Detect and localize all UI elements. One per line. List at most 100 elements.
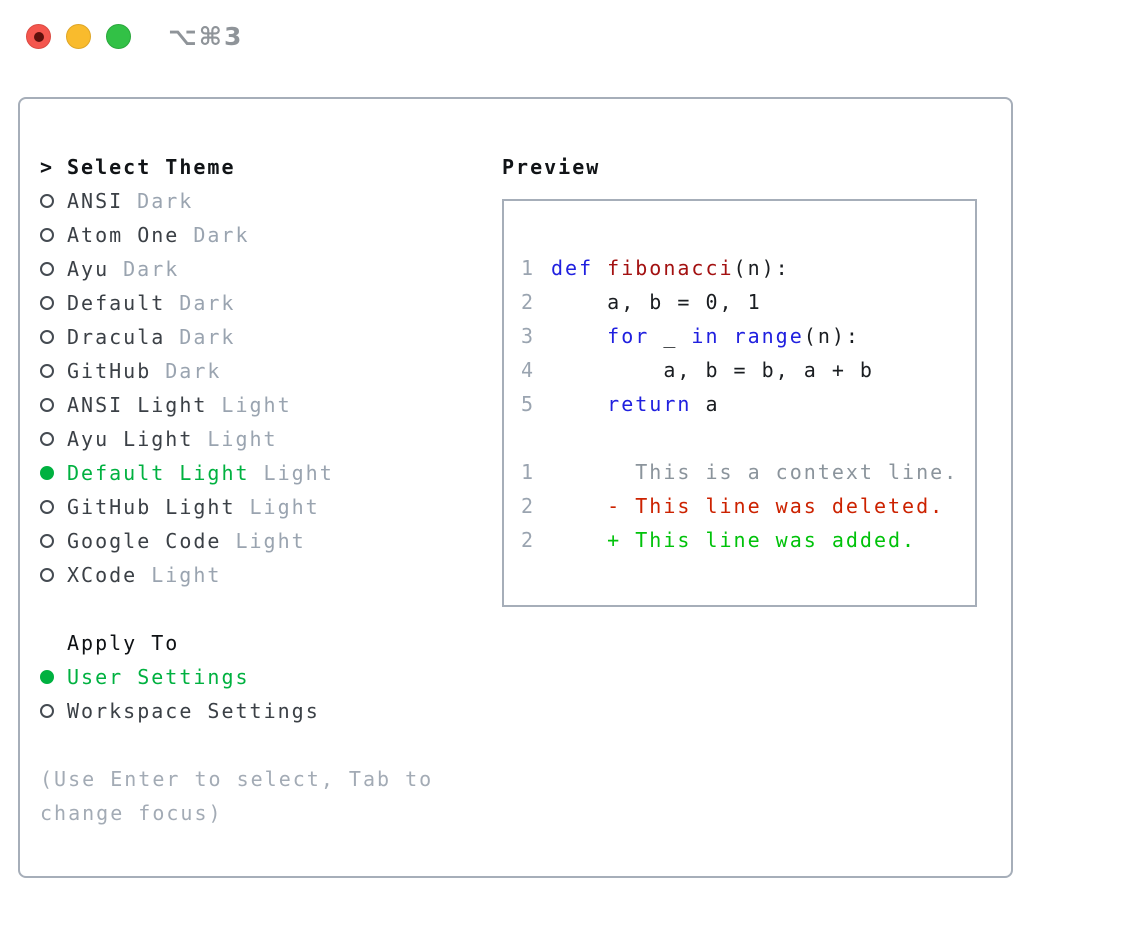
code-token-plain: a (691, 392, 720, 416)
close-button[interactable] (26, 24, 51, 49)
theme-variant-tag: Light (263, 461, 334, 485)
radio-icon (40, 364, 67, 378)
theme-option-label: Google Code (67, 529, 222, 553)
code-line: 5 return a (521, 387, 975, 421)
code-token-plain: a, b = b, a + b (551, 358, 874, 382)
theme-variant-tag: Dark (165, 359, 222, 383)
code-token-del: - This line was deleted. (551, 494, 945, 518)
theme-option-label: Ayu (67, 257, 110, 281)
theme-option-label: ANSI (67, 189, 124, 213)
radio-icon (40, 500, 67, 514)
theme-variant-tag: Light (207, 427, 278, 451)
unsaved-indicator-dot (33, 31, 44, 42)
code-line: 1 This is a context line. (521, 455, 975, 489)
theme-option[interactable]: Ayu Light Light (40, 422, 490, 456)
apply-option-label: User Settings (67, 665, 250, 689)
radio-icon (40, 296, 67, 310)
code-token-fn: fibonacci (607, 256, 734, 280)
theme-variant-tag: Dark (137, 189, 194, 213)
theme-option[interactable]: GitHub Dark (40, 354, 490, 388)
code-token-add: + This line was added. (551, 528, 917, 552)
theme-option[interactable]: ANSI Dark (40, 184, 490, 218)
line-number: 2 (521, 290, 536, 314)
apply-to-header: Apply To (40, 626, 490, 660)
radio-icon (40, 398, 67, 412)
line-number: 3 (521, 324, 536, 348)
code-token-plain: _ (649, 324, 692, 348)
theme-option[interactable]: XCode Light (40, 558, 490, 592)
theme-variant-tag: Light (221, 393, 292, 417)
code-line: 2 a, b = 0, 1 (521, 285, 975, 319)
theme-variant-tag: Dark (193, 223, 250, 247)
code-token-kw: range (733, 324, 804, 348)
radio-icon (40, 704, 67, 718)
theme-option-label: GitHub Light (67, 495, 236, 519)
code-token-plain (720, 324, 734, 348)
window-controls (26, 24, 131, 49)
theme-option[interactable]: ANSI Light Light (40, 388, 490, 422)
code-token-kw: for (607, 324, 650, 348)
code-line: 4 a, b = b, a + b (521, 353, 975, 387)
theme-option-label: Default (67, 291, 166, 315)
radio-icon (40, 330, 67, 344)
preview-title: Preview (502, 155, 601, 179)
theme-variant-tag: Light (249, 495, 320, 519)
window-title: ⌥⌘3 (168, 22, 244, 51)
radio-selected-icon (40, 466, 67, 480)
code-token-plain (551, 392, 607, 416)
theme-option-label: Atom One (67, 223, 180, 247)
code-line: 3 for _ in range(n): (521, 319, 975, 353)
apply-option[interactable]: Workspace Settings (40, 694, 490, 728)
line-number: 4 (521, 358, 536, 382)
theme-variant-tag: Light (235, 529, 306, 553)
line-number: 5 (521, 392, 536, 416)
section-gap (40, 728, 490, 762)
apply-to-title: Apply To (67, 631, 180, 655)
code-line: 2 - This line was deleted. (521, 489, 975, 523)
code-line: 2 + This line was added. (521, 523, 975, 557)
radio-icon (40, 534, 67, 548)
theme-option[interactable]: Default Light Light (40, 456, 490, 490)
code-token-kw: return (607, 392, 692, 416)
radio-icon (40, 432, 67, 446)
theme-option-label: Ayu Light (67, 427, 194, 451)
minimize-button[interactable] (66, 24, 91, 49)
apply-option[interactable]: User Settings (40, 660, 490, 694)
radio-selected-icon (40, 670, 67, 684)
theme-option[interactable]: Atom One Dark (40, 218, 490, 252)
theme-variant-tag: Light (151, 563, 222, 587)
theme-option-label: Dracula (67, 325, 166, 349)
code-token-plain: (n): (803, 324, 860, 348)
line-number: 1 (521, 256, 536, 280)
code-token-plain: a, b = 0, 1 (551, 290, 762, 314)
zoom-button[interactable] (106, 24, 131, 49)
line-number: 1 (521, 460, 536, 484)
code-token-plain (551, 324, 607, 348)
theme-option[interactable]: Google Code Light (40, 524, 490, 558)
theme-option-label: Default Light (67, 461, 250, 485)
theme-variant-tag: Dark (179, 325, 236, 349)
line-number: 2 (521, 494, 536, 518)
focus-caret-icon: > (40, 155, 55, 179)
line-number: 2 (521, 528, 536, 552)
theme-option[interactable]: Dracula Dark (40, 320, 490, 354)
select-theme-header: > Select Theme (40, 150, 490, 184)
theme-option-label: GitHub (67, 359, 152, 383)
code-token-plain: (n): (733, 256, 790, 280)
theme-option-label: ANSI Light (67, 393, 208, 417)
radio-icon (40, 194, 67, 208)
code-token-plain (593, 256, 607, 280)
keyboard-hint: (Use Enter to select, Tab to change focu… (40, 767, 434, 825)
theme-option-label: XCode (67, 563, 138, 587)
theme-option[interactable]: GitHub Light Light (40, 490, 490, 524)
